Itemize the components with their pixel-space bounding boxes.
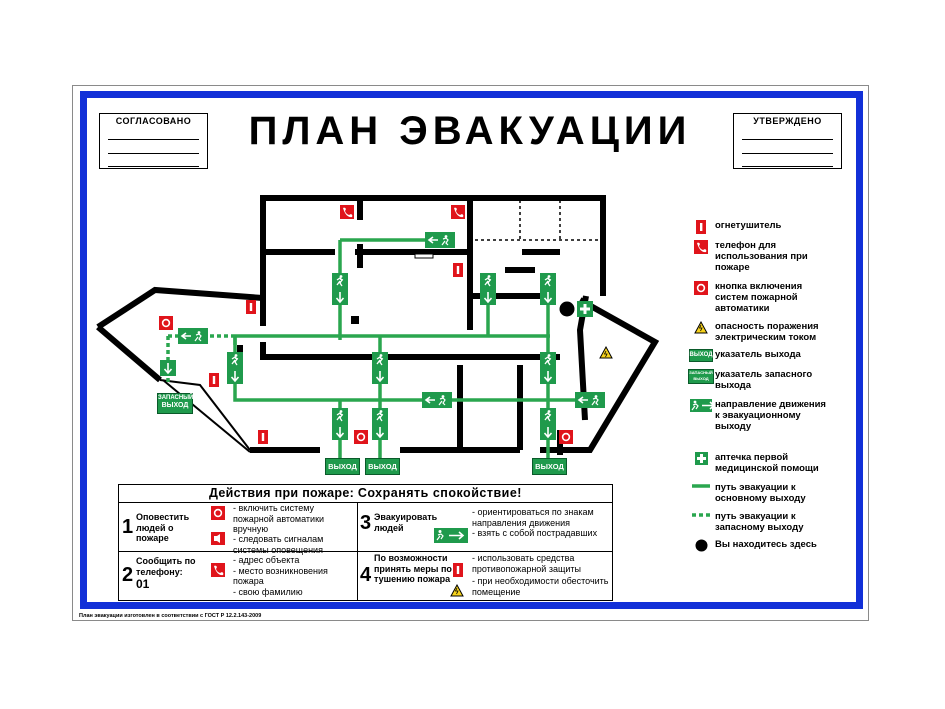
footer-note: План эвакуации изготовлен в соответствии…: [79, 613, 262, 619]
legend-exit-label: указатель выхода: [715, 349, 801, 360]
legend-main-route-label: путь эвакуации к основному выходу: [715, 482, 806, 504]
exit-sign-1: ВЫХОД: [325, 458, 360, 475]
legend-direction-label: направление движения к эвакуационному вы…: [715, 399, 826, 432]
actions-header: Действия при пожаре: Сохранять спокойств…: [119, 485, 612, 503]
spare-exit-line2: ВЫХОД: [161, 402, 189, 409]
legend-extinguisher: огнетушитель: [690, 220, 830, 234]
spare-exit-line1: ЗАПАСНЫЙ: [158, 395, 194, 401]
actions-header-rest: Сохранять спокойствие!: [357, 486, 522, 500]
siren-icon: [211, 532, 225, 545]
action-4-title: По возможности принять меры по тушению п…: [374, 553, 452, 584]
legend-alarm-button: кнопка включения систем пожарной автомат…: [690, 281, 830, 314]
first-aid-icon: [694, 452, 708, 465]
extinguisher-icon: [453, 563, 463, 577]
legend-hazard-label: опасность поражения электрическим током: [715, 321, 819, 343]
electric-hazard-icon: [450, 584, 464, 597]
legend-extinguisher-label: огнетушитель: [715, 220, 782, 231]
action-3-title: Эвакуировать людей: [374, 512, 438, 533]
spare-exit-icon-line2: ВЫХОД: [693, 376, 709, 381]
phone-icon: [211, 563, 225, 577]
action-3-number: 3: [360, 512, 372, 534]
electric-hazard-icon: [694, 321, 708, 334]
actions-header-bold: Действия при пожаре:: [209, 486, 355, 500]
legend-direction: направление движения к эвакуационному вы…: [690, 399, 830, 432]
action-1-text1: - включить систему пожарной автоматики в…: [233, 503, 325, 534]
legend-you-are-here: Вы находитесь здесь: [690, 539, 830, 552]
spare-exit-icon-line1: ЗАПАСНЫЙ: [689, 370, 713, 375]
alarm-button-icon: [211, 506, 225, 520]
exit-sign-2: ВЫХОД: [365, 458, 400, 475]
action-4-text2: - при необходимости обесточить помещение: [472, 576, 609, 597]
action-1-title: Оповестить людей о пожаре: [136, 512, 190, 543]
legend-first-aid: аптечка первой медицинской помощи: [690, 452, 830, 474]
legend-phone-label: телефон для использования при пожаре: [715, 240, 808, 273]
action-4-text1: - использовать средства противопожарной …: [472, 553, 581, 574]
legend-alarm-label: кнопка включения систем пожарной автомат…: [715, 281, 803, 314]
action-3-text: - ориентироваться по знакам направления …: [472, 507, 598, 538]
legend-spare-route: путь эвакуации к запасному выходу: [690, 511, 830, 533]
legend-exit-sign: ВЫХОД указатель выхода: [688, 349, 830, 362]
phone-icon: [694, 240, 708, 254]
alarm-button-icon: [694, 281, 708, 295]
action-2-title: Сообщить по телефону:: [136, 556, 196, 577]
fire-actions-table: Действия при пожаре: Сохранять спокойств…: [118, 484, 613, 601]
legend-electric-hazard: опасность поражения электрическим током: [690, 321, 830, 343]
spare-route-line-icon: [692, 513, 710, 517]
action-4-number: 4: [360, 564, 372, 586]
legend-spare-exit-label: указатель запасного выхода: [715, 369, 813, 391]
approved-left-stamp: СОГЛАСОВАНО: [99, 113, 208, 169]
legend-first-aid-label: аптечка первой медицинской помощи: [715, 452, 819, 474]
exit-sign-3: ВЫХОД: [532, 458, 567, 475]
action-1-text2: - следовать сигналам системы оповещения: [233, 534, 324, 555]
legend-you-are-here-label: Вы находитесь здесь: [715, 539, 817, 550]
approved-left-label: СОГЛАСОВАНО: [115, 116, 192, 126]
page-title: ПЛАН ЭВАКУАЦИИ: [248, 109, 692, 153]
action-2-phone: 01: [136, 577, 150, 591]
action-2-number: 2: [122, 564, 134, 586]
legend-spare-route-label: путь эвакуации к запасному выходу: [715, 511, 804, 533]
walls: [96, 195, 660, 455]
blue-frame: [80, 91, 863, 609]
approved-right-label: УТВЕРЖДЕНО: [753, 116, 822, 126]
action-1-number: 1: [122, 516, 134, 538]
spare-exit-sign: ЗАПАСНЫЙ ВЫХОД: [157, 393, 193, 414]
legend-main-route: путь эвакуации к основному выходу: [690, 482, 830, 504]
approved-right-stamp: УТВЕРЖДЕНО: [733, 113, 842, 169]
exit-sign-icon: ВЫХОД: [688, 349, 714, 362]
action-2-text: - адрес объекта - место возникновения по…: [233, 555, 328, 597]
you-are-here-dot-icon: [695, 539, 707, 552]
main-route-line-icon: [692, 484, 710, 488]
direction-arrow-icon: [434, 528, 468, 543]
extinguisher-icon: [696, 220, 706, 234]
direction-arrow-icon: [690, 399, 712, 412]
legend-phone: телефон для использования при пожаре: [690, 240, 830, 273]
sheet-border: [72, 85, 869, 621]
